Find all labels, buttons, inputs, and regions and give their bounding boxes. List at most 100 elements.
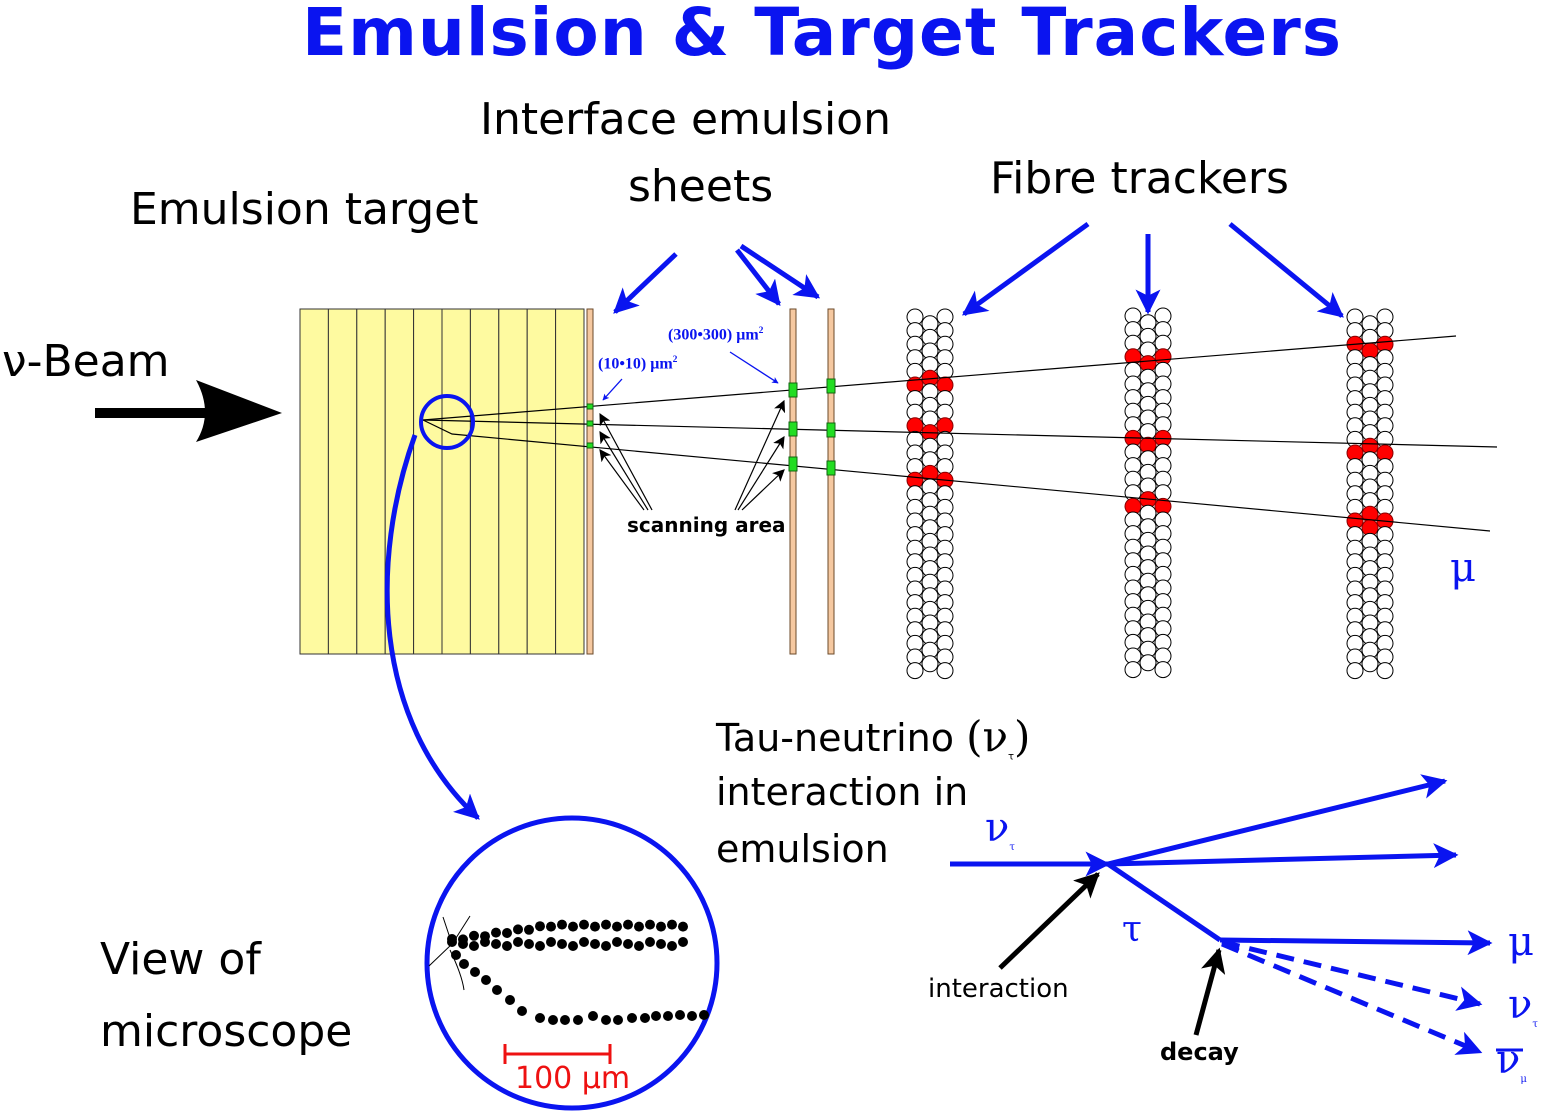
page-title: Emulsion & Target Trackers: [302, 0, 1343, 71]
fibre: [1376, 662, 1394, 680]
incoming-neutrino-symbol: ντ: [985, 805, 1015, 853]
zoom-connector-arrow: [384, 434, 480, 820]
grain: [634, 941, 644, 951]
scanning-area-label: scanning area: [627, 513, 786, 537]
interface-sheets-label: sheets: [628, 161, 774, 212]
grain: [678, 937, 688, 947]
fibre-trackers-label: Fibre trackers: [990, 153, 1289, 204]
grain: [612, 937, 622, 947]
grain: [568, 941, 578, 951]
interface-emulsion-label: Interface emulsion: [480, 94, 891, 145]
view-of-label: View of: [100, 934, 261, 985]
product-muon-symbol: μ: [1508, 919, 1534, 965]
grain: [627, 1013, 637, 1023]
grain: [546, 921, 556, 932]
emulsion-plate: [356, 308, 386, 655]
tau-neutrino-label: Tau-neutrino (ντ): [716, 712, 1031, 763]
tau-neutrino-track: [1221, 939, 1483, 1011]
grain: [651, 1011, 661, 1021]
grain: [699, 1010, 709, 1020]
grain: [557, 939, 567, 949]
grain: [481, 975, 491, 985]
tau-track: [1106, 861, 1222, 943]
grain: [645, 937, 655, 947]
interaction-pointer-arrow: [998, 872, 1100, 970]
muon-track: [1219, 930, 1493, 956]
grain: [548, 1015, 558, 1025]
grain: [524, 939, 534, 949]
grain: [601, 1015, 611, 1025]
grain: [601, 941, 611, 951]
product-tau-neutrino-symbol: ντ: [1508, 982, 1538, 1030]
emulsion-grains: [447, 919, 709, 1025]
grain: [469, 941, 479, 951]
muon-label: μ: [1450, 545, 1476, 591]
grain: [675, 1010, 685, 1020]
grain: [491, 927, 501, 938]
tau-symbol: τ: [1122, 909, 1142, 950]
grain: [579, 919, 589, 930]
grain: [560, 1015, 570, 1025]
grain: [573, 1015, 583, 1025]
interaction-in-label: interaction in: [716, 770, 969, 814]
grain: [613, 1015, 623, 1025]
grain: [470, 967, 480, 977]
fibre: [1361, 655, 1379, 673]
emulsion-plate: [413, 308, 443, 655]
product-muon-antineutrino-symbol: νμ: [1496, 1037, 1527, 1085]
fibre-tracker-station-3: [1346, 308, 1394, 680]
scale-bar-label: 100 μm: [515, 1061, 631, 1096]
grain: [513, 937, 523, 947]
fibre: [1154, 661, 1172, 679]
grain: [459, 959, 469, 969]
emulsion-plate: [441, 308, 471, 655]
grain: [505, 995, 515, 1005]
track-1: [422, 335, 1457, 421]
fibre: [1124, 661, 1142, 679]
grain: [588, 1011, 598, 1021]
emulsion-label: emulsion: [716, 827, 889, 871]
hadron-track-2: [1107, 843, 1459, 869]
grain: [480, 937, 490, 947]
zoom-region-circle: [419, 394, 475, 450]
fibre: [936, 662, 954, 680]
grain: [535, 941, 545, 951]
grain: [687, 1011, 697, 1021]
grain: [590, 939, 600, 949]
grain: [640, 1013, 650, 1023]
scanning-area-arrows: [599, 399, 786, 511]
fibre: [1346, 662, 1364, 680]
decay-pointer-arrow: [1193, 947, 1226, 1036]
tau-interaction-diagram: [950, 774, 1493, 1055]
grain: [546, 937, 556, 947]
small-area-label: (10•10) μm2: [598, 354, 678, 373]
area-arrows: [602, 351, 779, 401]
interaction-label: interaction: [928, 974, 1069, 1004]
beam-arrow: [95, 380, 282, 442]
emulsion-plate: [498, 308, 528, 655]
interface-sheet-1: [586, 308, 594, 655]
microscope-label: microscope: [100, 1006, 353, 1057]
grain: [678, 921, 688, 932]
emulsion-target-label: Emulsion target: [130, 184, 479, 235]
grain: [568, 921, 578, 932]
grain: [656, 939, 666, 949]
emulsion-plate: [469, 308, 500, 655]
track-3: [422, 419, 1491, 532]
scan-marks: [586, 378, 836, 476]
grain: [513, 924, 523, 935]
grain: [590, 921, 600, 932]
grain: [557, 919, 567, 930]
grain: [623, 919, 633, 930]
fibre: [1139, 654, 1157, 672]
grain: [667, 941, 677, 951]
beam-label: ν-Beam: [2, 336, 170, 387]
emulsion-plate: [526, 308, 557, 655]
muon-antineutrino-track: [1221, 941, 1483, 1055]
emulsion-target: [299, 308, 585, 655]
grain: [645, 919, 655, 930]
callout-arrows: [613, 221, 1344, 318]
grain: [623, 939, 633, 949]
fibre-trackers: [906, 307, 1394, 680]
